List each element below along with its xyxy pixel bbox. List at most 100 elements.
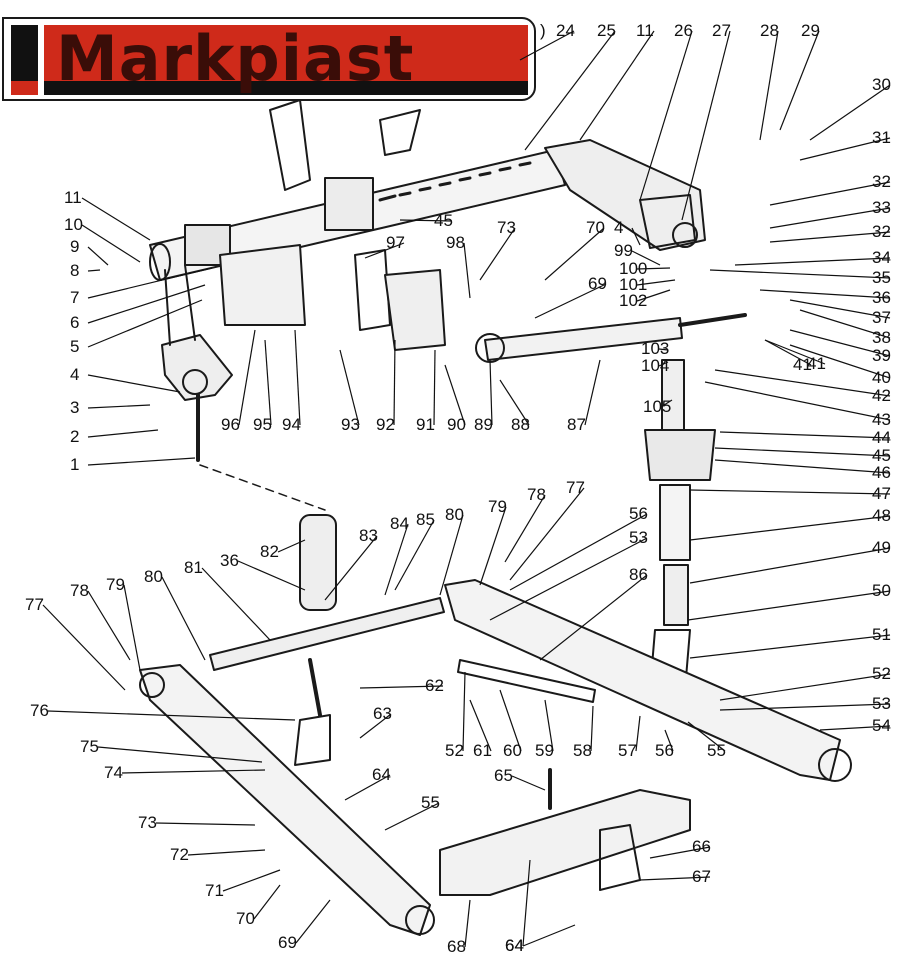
leader-line — [222, 869, 281, 892]
leader-line — [364, 242, 405, 259]
leader-line — [799, 137, 891, 161]
leader-line — [658, 361, 669, 367]
part-callout-53: 53 — [629, 528, 648, 547]
part-callout-36: 36 — [220, 551, 239, 570]
part-callout-83: 83 — [359, 526, 378, 545]
part-callout-46: 46 — [872, 463, 891, 482]
part-callout-28: 28 — [760, 21, 779, 40]
leader-line — [789, 344, 891, 379]
leader-line — [47, 710, 296, 721]
part-callout-94: 94 — [282, 415, 301, 434]
part-callout-42: 42 — [872, 386, 891, 405]
leader-line — [819, 725, 891, 731]
part-callout-9: 9 — [70, 237, 79, 256]
part-callout-73: 73 — [497, 218, 516, 237]
part-callout-43: 43 — [872, 410, 891, 429]
leader-line — [769, 181, 891, 206]
leader-line — [155, 822, 256, 826]
part-callout-4: 4 — [70, 365, 79, 384]
part-callout-34: 34 — [872, 248, 891, 267]
leader-line — [87, 267, 213, 299]
leader-line — [359, 713, 392, 739]
part-callout-64: 64 — [372, 765, 391, 784]
leader-line — [539, 574, 648, 661]
part-callout-11: 11 — [64, 188, 82, 207]
right-lift-rod — [644, 359, 716, 691]
part-callout-79: 79 — [488, 497, 507, 516]
part-callout-49: 49 — [872, 538, 891, 557]
part-callout-70: 70 — [236, 909, 255, 928]
left-lift-arm — [161, 264, 233, 462]
leader-line — [187, 849, 266, 856]
leader-line — [639, 876, 711, 881]
part-callout-60: 60 — [503, 741, 522, 760]
part-callout-77: 77 — [25, 595, 44, 614]
dashed-guide — [199, 464, 326, 511]
part-callout-56: 56 — [655, 741, 674, 760]
leader-line — [714, 369, 891, 397]
leader-line — [689, 489, 891, 495]
part-callout-104: 104 — [641, 356, 669, 375]
leader-line — [87, 457, 196, 466]
leader-line — [544, 227, 605, 281]
leader-line — [636, 267, 671, 270]
part-callout-45: 45 — [872, 446, 891, 465]
part-callout-67: 67 — [692, 867, 711, 886]
part-callout-103: 103 — [641, 339, 669, 358]
part-callout-25: 25 — [597, 21, 616, 40]
leader-line — [689, 547, 891, 584]
part-callout-1: 1 — [70, 455, 79, 474]
part-callout-3: 3 — [70, 398, 79, 417]
logo-bar — [11, 25, 38, 95]
part-callout-40: 40 — [872, 368, 891, 387]
part-callout-53: 53 — [872, 694, 891, 713]
leader-line — [714, 447, 891, 457]
part-callout-11: 11 — [636, 21, 654, 40]
part-callout-32: 32 — [872, 222, 891, 241]
part-callout-36: 36 — [872, 288, 891, 307]
leader-line — [81, 197, 151, 241]
logo-text: Markpiast — [56, 22, 415, 95]
part-callout-41: 41 — [807, 354, 826, 373]
part-callout-73: 73 — [138, 813, 157, 832]
center-brackets — [219, 99, 446, 351]
leader-line — [519, 30, 575, 61]
part-callout-62: 62 — [425, 676, 444, 695]
leader-line — [394, 519, 435, 591]
part-callout-2: 2 — [70, 427, 79, 446]
leader-line — [87, 299, 203, 348]
leader-line — [253, 884, 281, 920]
part-callout-47: 47 — [872, 484, 891, 503]
part-callout-59: 59 — [535, 741, 554, 760]
leader-line — [238, 329, 256, 426]
part-callout-78: 78 — [527, 485, 546, 504]
leader-line — [719, 673, 891, 701]
part-callout-29: 29 — [801, 21, 820, 40]
part-callout-35: 35 — [872, 268, 891, 287]
leader-line — [769, 207, 891, 229]
part-callout-97: 97 — [386, 233, 405, 252]
leader-line — [689, 515, 891, 541]
leader-line — [469, 699, 492, 752]
left-lower-link — [139, 664, 435, 936]
leader-line — [384, 523, 409, 596]
part-callout-33: 33 — [872, 198, 891, 217]
part-callout-44: 44 — [872, 428, 891, 447]
leader-line — [87, 590, 131, 661]
part-callout-85: 85 — [416, 510, 435, 529]
part-callout-91: 91 — [416, 415, 435, 434]
leader-line — [433, 349, 436, 426]
leader-line — [636, 289, 671, 302]
leader-line — [393, 339, 396, 426]
leader-line — [479, 227, 516, 281]
part-callout-80: 80 — [445, 505, 464, 524]
leader-line — [121, 769, 266, 774]
part-callout-98: 98 — [446, 233, 465, 252]
leader-line — [789, 329, 891, 357]
leader-line — [479, 506, 507, 586]
part-callout-87: 87 — [567, 415, 586, 434]
part-callout-58: 58 — [573, 741, 592, 760]
leader-line — [463, 242, 471, 299]
part-callout-100: 100 — [619, 259, 647, 278]
lifting-shaft — [149, 149, 566, 281]
